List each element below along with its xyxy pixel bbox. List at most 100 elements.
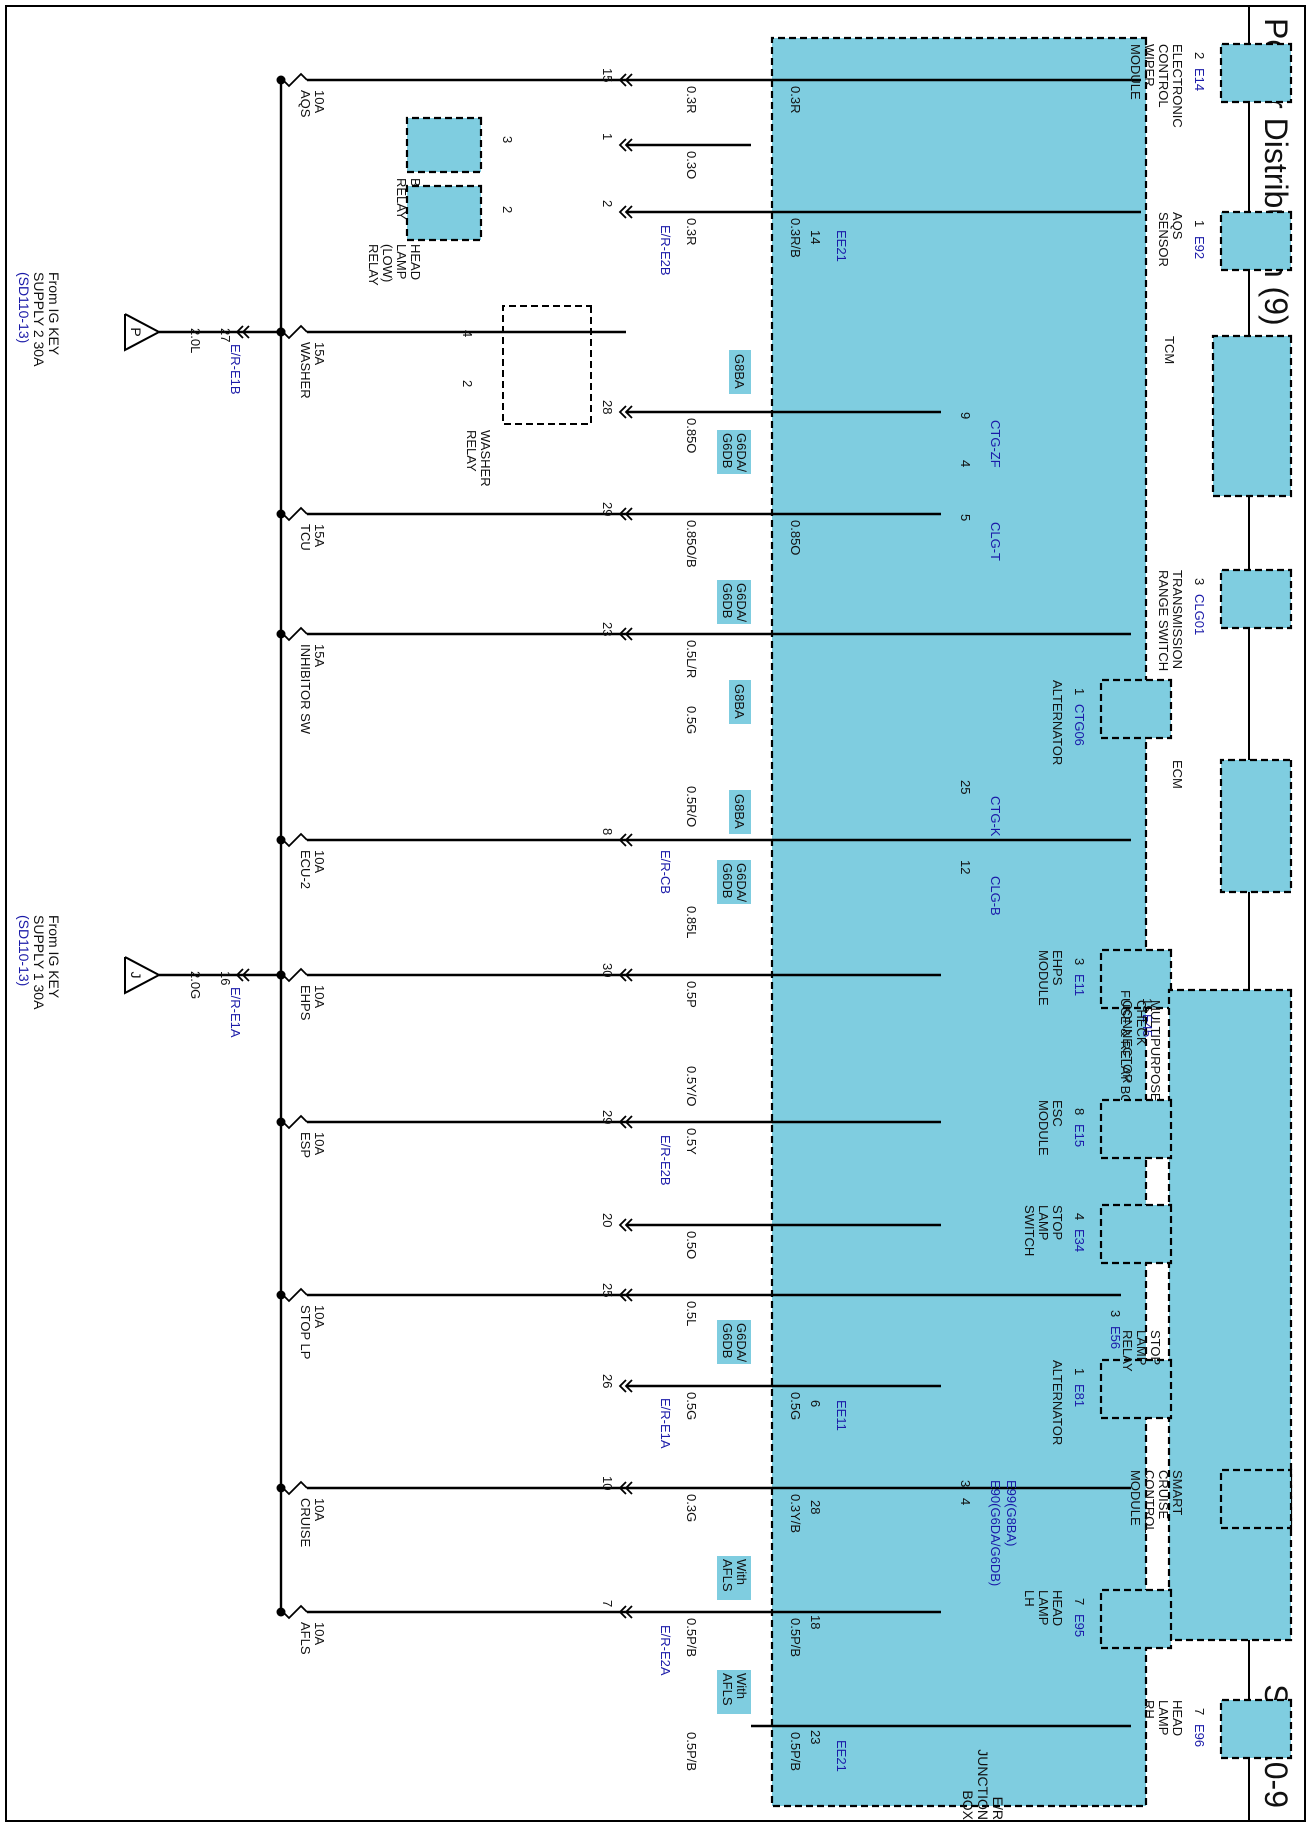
stop-lamp-relay-pin: 3 <box>1108 1310 1123 1317</box>
component-label-line: CONTROL <box>1142 1470 1157 1534</box>
supply-ref: (SD110-13) <box>16 915 32 986</box>
wire-size-label: 0.3R <box>684 218 699 245</box>
fuse-name: TCU <box>298 524 313 551</box>
inline-connector-name: EE21 <box>834 1740 849 1772</box>
fuse-name: ESP <box>298 1132 313 1158</box>
wire-size-label: 0.5P/B <box>788 1618 803 1657</box>
jb-pin-connector <box>618 138 627 152</box>
bus-node <box>276 629 286 639</box>
supply-label-line: From IG KEY <box>46 915 62 999</box>
variant-tag-line: AFLS <box>720 1673 735 1706</box>
variant-tag-bg <box>717 1320 751 1364</box>
jb-pin-connector <box>618 405 627 419</box>
tcm-pin: 9 <box>958 412 973 419</box>
component-ehps <box>1099 948 1173 1010</box>
component-esc <box>1099 1098 1173 1160</box>
stop-lamp-relay-connector: E56 <box>1108 1326 1123 1349</box>
wire-size-label: 0.5P/B <box>788 1732 803 1771</box>
fuse-name: AQS <box>298 90 313 118</box>
jb-connector-label: E/R-E1A <box>658 1398 673 1449</box>
component-connector: E95 <box>1072 1614 1087 1637</box>
bus-node <box>276 970 286 980</box>
wire-size-label: 0.5P/B <box>684 1618 699 1657</box>
jb-connector-label: E/R-E2B <box>658 1135 673 1186</box>
supply-wire-label: 2.0L <box>188 328 203 353</box>
variant-tag: G8BA <box>732 684 747 719</box>
fuse-name: AFLS <box>298 1622 313 1655</box>
variant-tag-line: AFLS <box>720 1559 735 1592</box>
fuse-name: ECU-2 <box>298 850 313 889</box>
fuse-rating: 10A <box>312 985 327 1008</box>
fuse-rating: 10A <box>312 90 327 113</box>
blower-relay-label-line: RELAY <box>394 178 409 220</box>
inline-connector-pin: 28 <box>808 1500 823 1514</box>
blower-relay-pin: 3 <box>500 136 515 143</box>
wire-size-label: 0.3Y/B <box>788 1494 803 1533</box>
wire-size-label: 0.5Y/O <box>684 1066 699 1106</box>
wire-size-label: 0.3G <box>684 1494 699 1522</box>
fuse-2-element <box>282 506 308 522</box>
jb-pin-connector <box>618 968 627 982</box>
jb-pin-connector <box>618 1115 627 1129</box>
variant-tag-bg <box>717 1556 751 1600</box>
fuse-name: INHIBITOR SW <box>298 644 313 735</box>
component-label-line: MODULE <box>1036 1100 1051 1156</box>
bus-node <box>276 1117 286 1127</box>
component-pin: 1 <box>1072 1368 1087 1375</box>
fuse-3-element <box>282 626 308 642</box>
wire-size-label: 0.5G <box>684 1392 699 1420</box>
bus-node <box>276 835 286 845</box>
supply-label-line: From IG KEY <box>46 272 62 356</box>
bus-node <box>276 75 286 85</box>
component-label-line: LAMP <box>1036 1590 1051 1625</box>
fuse-4-element <box>282 832 308 848</box>
variant-tag-line: G6DB <box>720 863 735 898</box>
variant-tag: G8BA <box>732 794 747 829</box>
fuse-rating: 15A <box>312 524 327 547</box>
jb-pin-connector <box>618 73 627 87</box>
component-label-line: WIPER <box>1142 44 1157 87</box>
washer-relay-pin: 4 <box>460 330 475 337</box>
jb-connector-label: E/R-E2A <box>658 1625 673 1676</box>
component-pin: 2 <box>1192 52 1207 59</box>
ecm-pin: 25 <box>958 780 973 794</box>
bus-node <box>276 327 286 337</box>
fuse-rating: 10A <box>312 1132 327 1155</box>
supply-triangle <box>124 313 162 352</box>
jb-pin-connector <box>618 507 627 521</box>
variant-tag-bg <box>717 430 751 474</box>
jb-pin-number: 7 <box>600 1600 615 1607</box>
supply-connector <box>235 968 244 982</box>
jb-pin-connector <box>618 627 627 641</box>
inline-connector-name: EE11 <box>834 1400 849 1431</box>
variant-tag-bg <box>729 680 751 724</box>
supply-connector <box>235 325 244 339</box>
component-pin: 1 <box>1072 688 1087 695</box>
wire-size-label: 0.85O/B <box>684 520 699 568</box>
junction-box-label-line: JUNCTION <box>975 1749 991 1820</box>
supply-pin: 16 <box>218 971 233 985</box>
supply-connector <box>241 325 250 339</box>
washer-relay-box <box>502 305 592 425</box>
page-frame <box>5 5 1306 1822</box>
headlamp-relay-label-line: HEAD <box>408 244 423 280</box>
multipurpose-connector-label-line: CONNECTOR <box>1120 1000 1135 1084</box>
supply-connector-label: E/R-E1A <box>228 987 243 1038</box>
component-label-line: ELECTRONIC <box>1170 44 1185 128</box>
supply-connector <box>241 968 250 982</box>
jb-pin-number: 23 <box>600 622 615 636</box>
tcm-pin: 4 <box>958 460 973 467</box>
stop-lamp-relay-label-line: LAMP <box>1134 1330 1149 1365</box>
component-label-line: SENSOR <box>1156 212 1171 267</box>
jb-connector-label: E/R-E2B <box>658 225 673 276</box>
fuse-name: WASHER <box>298 342 313 399</box>
component-tcm <box>1211 334 1293 498</box>
variant-tag-line: G6DB <box>720 1323 735 1358</box>
headlamp-relay-pin: 2 <box>500 206 515 213</box>
wire-size-label: 0.85O <box>684 418 699 453</box>
inline-connector-pin: 6 <box>808 1400 823 1407</box>
component-label-line: MODULE <box>1036 950 1051 1006</box>
component-connector: E81 <box>1072 1384 1087 1407</box>
